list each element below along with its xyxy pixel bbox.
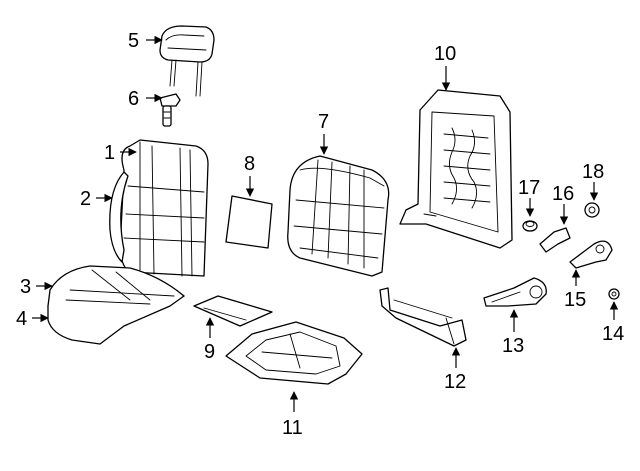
back-panel-part[interactable] xyxy=(225,195,273,249)
callout-leaders xyxy=(32,35,619,412)
seat-track-part[interactable] xyxy=(379,287,467,347)
seat-back-cover-part[interactable] xyxy=(109,139,209,277)
cap-part[interactable] xyxy=(522,220,538,232)
callout-1: 1 xyxy=(104,142,115,164)
callout-3: 3 xyxy=(20,276,31,298)
headrest-guide-part[interactable] xyxy=(159,93,181,127)
recliner-bracket-part[interactable] xyxy=(483,277,547,307)
ring-part[interactable] xyxy=(584,202,600,218)
callout-8: 8 xyxy=(244,153,255,175)
seat-cushion-part[interactable] xyxy=(47,265,185,345)
callout-16: 16 xyxy=(552,183,574,205)
callout-7: 7 xyxy=(318,111,329,133)
callout-17: 17 xyxy=(518,177,540,199)
callout-18: 18 xyxy=(582,161,604,183)
callout-6: 6 xyxy=(128,88,139,110)
callout-labels: 1 2 3 4 5 6 7 8 9 10 11 12 13 14 15 16 1… xyxy=(16,30,624,439)
seat-back-trim-part[interactable] xyxy=(287,155,390,277)
callout-11: 11 xyxy=(282,417,303,439)
callout-4: 4 xyxy=(16,308,27,330)
callout-5: 5 xyxy=(128,30,139,52)
callout-13: 13 xyxy=(502,335,524,357)
headrest-part[interactable] xyxy=(159,25,215,97)
seat-cushion-frame-part[interactable] xyxy=(225,321,363,385)
seat-back-frame-part[interactable] xyxy=(399,89,513,249)
cushion-insert-part[interactable] xyxy=(193,295,273,327)
callout-9: 9 xyxy=(204,341,215,363)
callout-12: 12 xyxy=(444,371,466,393)
callout-2: 2 xyxy=(80,188,91,210)
callout-15: 15 xyxy=(564,289,586,311)
recliner-handle-part[interactable] xyxy=(569,240,613,269)
callout-14: 14 xyxy=(602,323,624,345)
washer-part[interactable] xyxy=(608,288,620,300)
lever-part[interactable] xyxy=(539,227,571,253)
callout-10: 10 xyxy=(434,43,456,65)
